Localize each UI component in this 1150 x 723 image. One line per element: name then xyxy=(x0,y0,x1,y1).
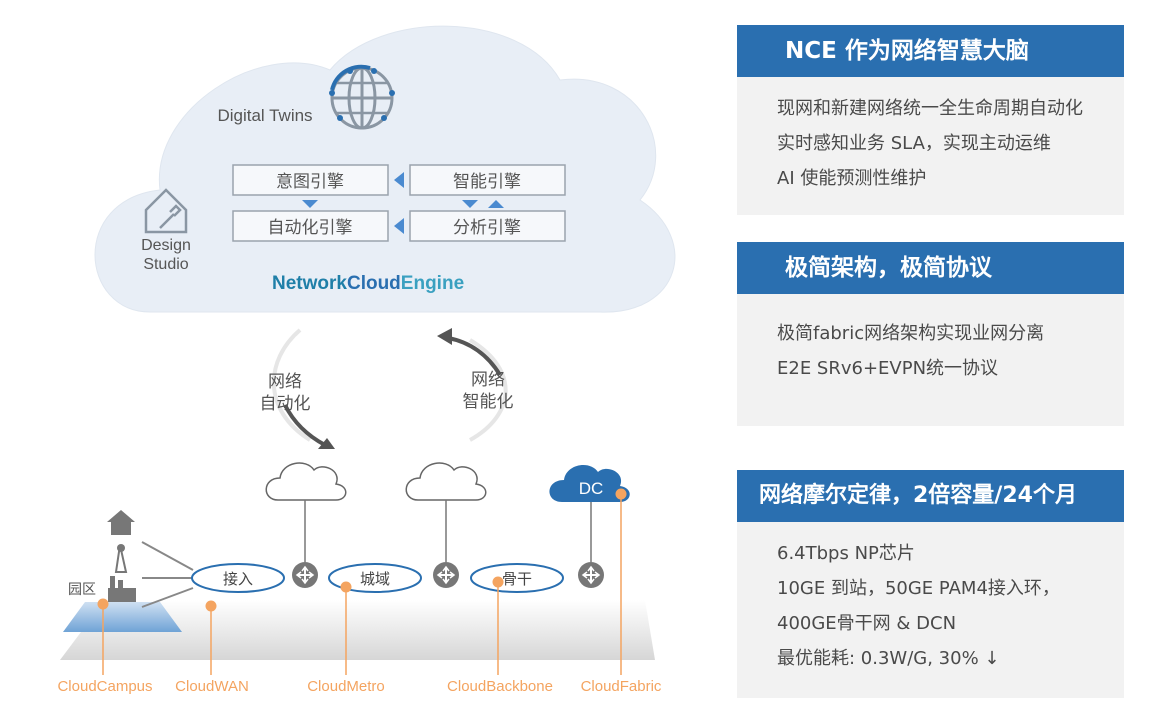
router-icon xyxy=(292,562,318,588)
engine-intent-label: 意图引擎 xyxy=(276,172,344,191)
access-node-label: 接入 xyxy=(223,571,253,588)
factory-icon xyxy=(108,576,136,602)
panel-line: 6.4Tbps NP芯片 xyxy=(777,543,915,564)
panel-body: 6.4Tbps NP芯片 10GE 到站，50GE PAM4接入环， 400GE… xyxy=(737,522,1124,676)
globe-icon xyxy=(329,64,395,130)
arrow-down-icon xyxy=(302,200,318,208)
panel-simple-architecture: 极简架构，极简协议 极简fabric网络架构实现业网分离 E2E SRv6+EV… xyxy=(737,242,1124,426)
panel-title: NCE 作为网络智慧大脑 xyxy=(737,25,1124,77)
panel-title: 极简架构，极简协议 xyxy=(737,242,1124,294)
wan-dot xyxy=(205,600,217,612)
loop-left-line1: 网络 xyxy=(268,372,302,391)
backbone-node-label: 骨干 xyxy=(502,571,532,588)
label-cloudfabric: CloudFabric xyxy=(581,678,662,695)
panel-line: E2E SRv6+EVPN统一协议 xyxy=(777,358,999,379)
callout-leaders xyxy=(102,494,622,675)
panel-line: 现网和新建网络统一全生命周期自动化 xyxy=(777,98,1083,119)
automation-loop-arrow xyxy=(271,328,335,449)
panel-title: 网络摩尔定律，2倍容量/24个月 xyxy=(737,470,1124,522)
access-node: 接入 xyxy=(191,563,285,593)
brand-part2: Cloud xyxy=(347,273,401,294)
router-icon xyxy=(433,562,459,588)
engine-automation-label: 自动化引擎 xyxy=(268,218,353,237)
backbone-dot xyxy=(492,576,504,588)
label-cloudmetro: CloudMetro xyxy=(307,678,385,695)
panel-line: 10GE 到站，50GE PAM4接入环， xyxy=(777,578,1060,599)
metro-node: 城域 xyxy=(328,563,422,593)
design-studio-label-line2: Studio xyxy=(143,256,188,273)
home-icon xyxy=(107,510,135,535)
engine-intelligence-label: 智能引擎 xyxy=(453,172,521,191)
panel-line: 极简fabric网络架构实现业网分离 xyxy=(777,323,1045,344)
engine-analysis-label: 分析引擎 xyxy=(453,218,521,237)
label-cloudbackbone: CloudBackbone xyxy=(447,678,553,695)
dc-cloud-icon xyxy=(549,465,630,502)
intelligence-loop-arrow xyxy=(437,328,508,442)
panel-body: 现网和新建网络统一全生命周期自动化 实时感知业务 SLA，实现主动运维 AI 使… xyxy=(737,77,1124,196)
backbone-cloud-icon xyxy=(405,462,487,501)
fabric-dot xyxy=(615,488,627,500)
metro-cloud-icon xyxy=(265,462,347,501)
network-diagram: Digital Twins Design Studio 意图引擎 智能引擎 自动… xyxy=(57,25,676,695)
label-cloudcampus: CloudCampus xyxy=(57,678,152,695)
panel-line: AI 使能预测性维护 xyxy=(777,168,927,189)
campus-label: 园区 xyxy=(68,581,96,597)
arrow-left-icon xyxy=(394,218,404,234)
panel-line: 实时感知业务 SLA，实现主动运维 xyxy=(777,133,1051,154)
panel-moore-law: 网络摩尔定律，2倍容量/24个月 6.4Tbps NP芯片 10GE 到站，50… xyxy=(737,470,1124,698)
brand-part3: Engine xyxy=(401,273,464,294)
engine-analysis: 分析引擎 xyxy=(409,210,566,242)
backbone-node: 骨干 xyxy=(470,563,564,593)
loop-right-line2: 智能化 xyxy=(463,392,514,411)
campus-dot xyxy=(97,598,109,610)
dc-label: DC xyxy=(579,479,604,498)
tower-icon xyxy=(114,544,128,573)
panel-line: 最优能耗: 0.3W/G, 30% ↓ xyxy=(777,648,1000,669)
campus-floor xyxy=(63,602,182,632)
engine-intent: 意图引擎 xyxy=(232,164,389,196)
arrow-left-icon xyxy=(394,172,404,188)
design-studio-icon xyxy=(144,188,188,234)
network-floor xyxy=(60,600,655,660)
brand-part1: Network xyxy=(272,273,347,294)
arrow-down-icon xyxy=(462,200,478,208)
label-cloudwan: CloudWAN xyxy=(175,678,249,695)
panel-line: 400GE骨干网 & DCN xyxy=(777,613,957,634)
panel-body: 极简fabric网络架构实现业网分离 E2E SRv6+EVPN统一协议 xyxy=(737,294,1124,386)
engine-automation: 自动化引擎 xyxy=(232,210,389,242)
loop-left-line2: 自动化 xyxy=(260,394,311,413)
router-icon xyxy=(578,562,604,588)
brand-logo: NetworkCloudEngine xyxy=(272,273,464,294)
loop-right-line1: 网络 xyxy=(471,370,505,389)
engine-intelligence: 智能引擎 xyxy=(409,164,566,196)
panel-nce-brain: NCE 作为网络智慧大脑 现网和新建网络统一全生命周期自动化 实时感知业务 SL… xyxy=(737,25,1124,215)
digital-twins-label: Digital Twins xyxy=(217,106,312,125)
arrow-up-icon xyxy=(488,200,504,208)
metro-node-label: 城域 xyxy=(360,571,390,588)
design-studio-label-line1: Design xyxy=(141,237,191,254)
metro-dot xyxy=(340,581,352,593)
